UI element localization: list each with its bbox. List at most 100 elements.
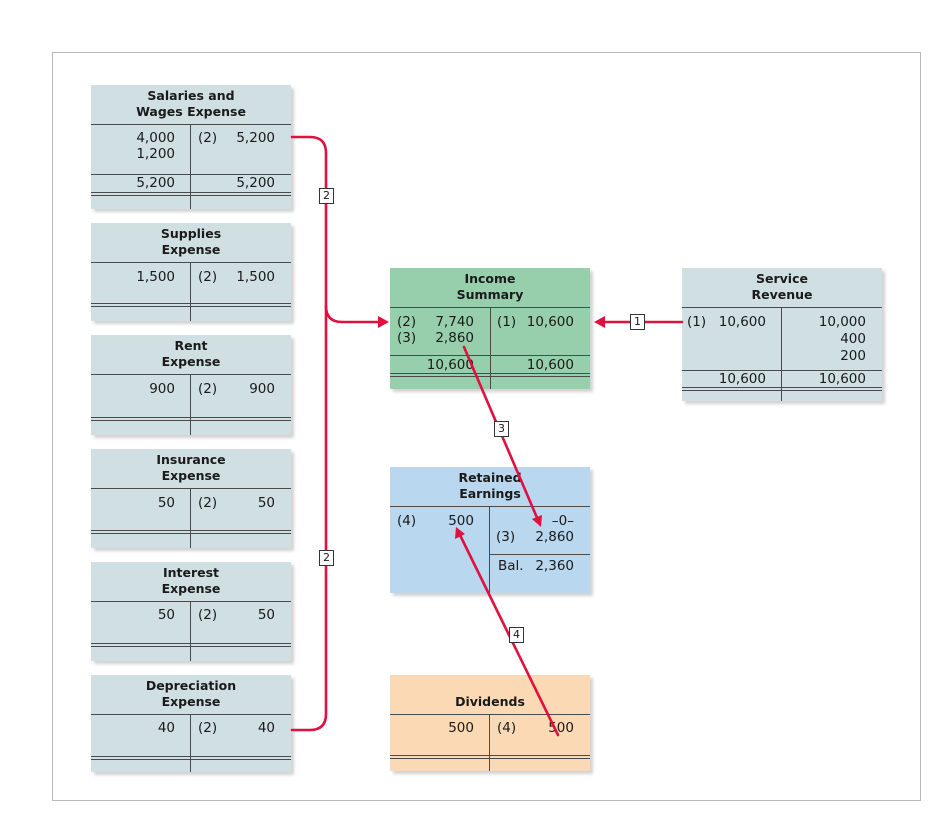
account-depreciation-expense: Depreciation Expense 40 (2) 40 xyxy=(91,675,291,772)
step-marker-3: 3 xyxy=(494,421,509,437)
posting-ref: (2) xyxy=(198,381,218,397)
account-title: Summary xyxy=(456,287,524,302)
account-title: Revenue xyxy=(751,287,813,302)
account-title: Supplies xyxy=(160,226,222,241)
double-rule xyxy=(91,303,291,304)
double-rule xyxy=(91,643,291,644)
account-title: Expense xyxy=(161,468,221,483)
debit-total: 10,600 xyxy=(718,371,766,387)
total-rule xyxy=(91,174,291,175)
credit-amount: 10,000 xyxy=(818,314,866,330)
credit-amount: –0– xyxy=(551,513,574,529)
credit-amount: 5,200 xyxy=(236,130,275,146)
double-rule xyxy=(91,306,291,307)
debit-total: 5,200 xyxy=(136,175,175,191)
posting-ref: (2) xyxy=(198,130,218,146)
credit-amount: 50 xyxy=(257,495,275,511)
figure-frame xyxy=(52,52,921,801)
t-account-top-rule xyxy=(682,307,882,308)
debit-amount: 50 xyxy=(157,607,175,623)
double-rule xyxy=(91,530,291,531)
t-account-divider xyxy=(190,374,191,435)
t-account-top-rule xyxy=(91,601,291,602)
debit-amount: 10,600 xyxy=(718,314,766,330)
double-rule xyxy=(390,376,590,377)
credit-total: 10,600 xyxy=(818,371,866,387)
step-marker-4: 4 xyxy=(509,627,524,643)
t-account-divider xyxy=(190,601,191,661)
credit-amount: 10,600 xyxy=(526,314,574,330)
double-rule xyxy=(91,417,291,418)
account-income-summary: Income Summary (2) 7,740 (3) 2,860 (1) 1… xyxy=(390,268,590,389)
account-service-revenue: Service Revenue (1) 10,600 10,000 400 20… xyxy=(682,268,882,401)
account-title: Expense xyxy=(161,242,221,257)
debit-amount: 500 xyxy=(448,720,474,736)
credit-amount: 50 xyxy=(257,607,275,623)
account-title: Salaries and xyxy=(147,88,235,103)
t-account-divider xyxy=(781,307,782,401)
debit-amount: 40 xyxy=(157,720,175,736)
account-title: Wages Expense xyxy=(136,104,246,119)
account-title: Income xyxy=(464,271,516,286)
account-title: Interest xyxy=(162,565,220,580)
double-rule xyxy=(91,420,291,421)
credit-total: 5,200 xyxy=(236,175,275,191)
posting-ref: (4) xyxy=(497,720,517,736)
posting-ref: (2) xyxy=(198,269,218,285)
double-rule xyxy=(390,373,590,374)
posting-ref: (2) xyxy=(198,607,218,623)
step-marker-2: 2 xyxy=(319,550,334,566)
credit-amount: 2,860 xyxy=(535,529,574,545)
t-account-top-rule xyxy=(91,124,291,125)
credit-amount: 1,500 xyxy=(236,269,275,285)
account-interest-expense: Interest Expense 50 (2) 50 xyxy=(91,562,291,661)
balance-label: Bal. xyxy=(498,558,524,574)
posting-ref: (1) xyxy=(497,314,517,330)
account-title: Dividends xyxy=(455,694,525,709)
account-salaries-wages-expense: Salaries and Wages Expense 4,000 1,200 (… xyxy=(91,85,291,209)
double-rule xyxy=(91,759,291,760)
t-account-top-rule xyxy=(91,714,291,715)
t-account-top-rule xyxy=(91,488,291,489)
balance-amount: 2,360 xyxy=(535,558,574,574)
double-rule xyxy=(682,387,882,388)
account-retained-earnings: Retained Earnings (4) 500 –0– (3) 2,860 … xyxy=(390,467,590,593)
double-rule xyxy=(91,192,291,193)
account-title: Expense xyxy=(161,354,221,369)
posting-ref: (2) xyxy=(198,720,218,736)
double-rule xyxy=(91,756,291,757)
posting-ref: (4) xyxy=(397,513,417,529)
t-account-divider xyxy=(190,714,191,772)
debit-amount: 2,860 xyxy=(435,330,474,346)
double-rule xyxy=(682,390,882,391)
account-supplies-expense: Supplies Expense 1,500 (2) 1,500 xyxy=(91,223,291,321)
t-account-top-rule xyxy=(390,714,590,715)
posting-ref: (3) xyxy=(496,529,516,545)
credit-total: 10,600 xyxy=(526,357,574,373)
debit-amount: 500 xyxy=(448,513,474,529)
credit-amount: 200 xyxy=(840,348,866,364)
posting-ref: (2) xyxy=(198,495,218,511)
posting-ref: (2) xyxy=(397,314,417,330)
account-title: Service xyxy=(756,271,808,286)
account-title: Expense xyxy=(161,581,221,596)
credit-amount: 40 xyxy=(257,720,275,736)
account-title: Earnings xyxy=(459,486,521,501)
account-title: Expense xyxy=(161,694,221,709)
debit-amount: 50 xyxy=(157,495,175,511)
total-rule xyxy=(682,370,882,371)
t-account-top-rule xyxy=(91,262,291,263)
account-title: Retained xyxy=(458,470,522,485)
double-rule xyxy=(91,533,291,534)
double-rule xyxy=(91,195,291,196)
t-account-top-rule xyxy=(91,374,291,375)
double-rule xyxy=(91,646,291,647)
t-account-top-rule xyxy=(390,506,590,507)
total-rule xyxy=(390,355,590,356)
posting-ref: (3) xyxy=(397,330,417,346)
credit-amount: 900 xyxy=(249,381,275,397)
balance-rule xyxy=(490,554,590,555)
debit-amount: 900 xyxy=(149,381,175,397)
debit-amount: 7,740 xyxy=(435,314,474,330)
credit-amount: 400 xyxy=(840,331,866,347)
